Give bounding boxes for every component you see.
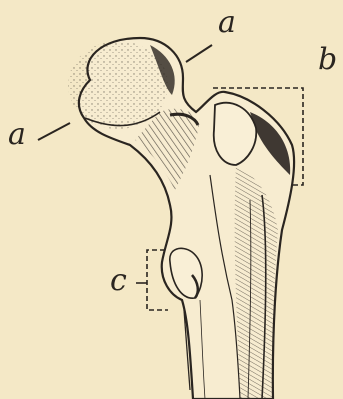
leader-line-a-left bbox=[38, 123, 70, 140]
label-b: b bbox=[318, 45, 337, 75]
label-a-upper: a bbox=[218, 8, 236, 38]
label-c: c bbox=[110, 266, 127, 296]
leader-line-a-upper bbox=[186, 45, 212, 62]
label-a-left: a bbox=[8, 120, 26, 150]
